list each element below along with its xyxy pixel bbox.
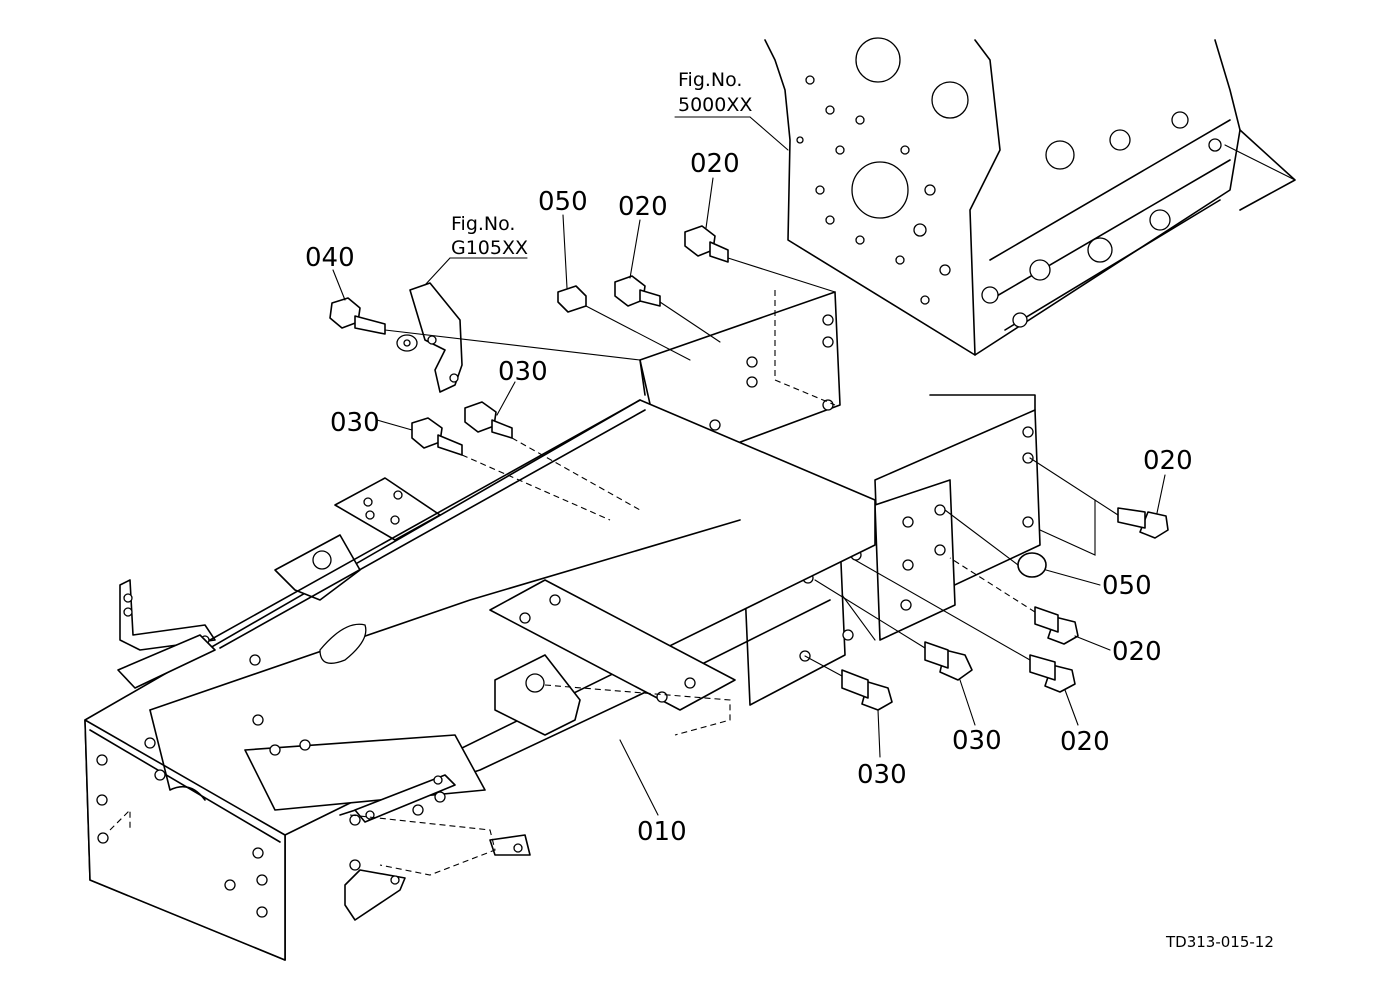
callout-020-top-center: 020 [618, 192, 668, 222]
callout-020-right-top: 020 [1143, 446, 1193, 476]
callout-020-right-bottom: 020 [1060, 727, 1110, 757]
drawing-code: TD313-015-12 [1165, 933, 1274, 951]
callout-040: 040 [305, 243, 355, 273]
bolt-040 [329, 297, 641, 361]
callout-030-bottom: 030 [857, 760, 907, 790]
sleeve-050-top [557, 285, 691, 361]
callout-030-right: 030 [952, 726, 1002, 756]
bracket-g105xx [409, 257, 528, 393]
bolt-020-right-bottom [854, 559, 1076, 693]
callout-050-top: 050 [538, 187, 588, 217]
callout-050-right: 050 [1102, 571, 1152, 601]
fig-ref-leader-g105xx [424, 257, 451, 286]
fig-ref-5000xx-line1: Fig.No. [678, 69, 742, 91]
bolt-020-top-right [684, 225, 836, 293]
callout-020-right-middle: 020 [1112, 637, 1162, 667]
fasteners [329, 225, 1169, 711]
sleeve-050-right [944, 509, 1047, 578]
bolt-030-left [411, 417, 611, 521]
bolt-030-bottom [804, 594, 893, 711]
callout-030-center: 030 [498, 357, 548, 387]
callout-030-left: 030 [330, 408, 380, 438]
callout-020-top-right: 020 [690, 149, 740, 179]
bolt-030-center [464, 401, 641, 511]
fig-ref-leader-5000xx [749, 116, 789, 151]
leader-lines [332, 177, 1166, 816]
fig-ref-g105xx-line1: Fig.No. [451, 213, 515, 235]
fig-ref-g105xx-line2: G105XX [451, 237, 528, 259]
callout-010: 010 [637, 817, 687, 847]
bolt-020-right-middle [949, 557, 1079, 645]
bolt-020-right-top [1029, 457, 1169, 556]
bolt-030-right [814, 579, 973, 681]
bolt-020-top-center [614, 275, 721, 343]
fig-ref-5000xx-line2: 5000XX [678, 94, 752, 116]
frame-010 [84, 290, 1041, 961]
engine-block [764, 37, 1296, 356]
